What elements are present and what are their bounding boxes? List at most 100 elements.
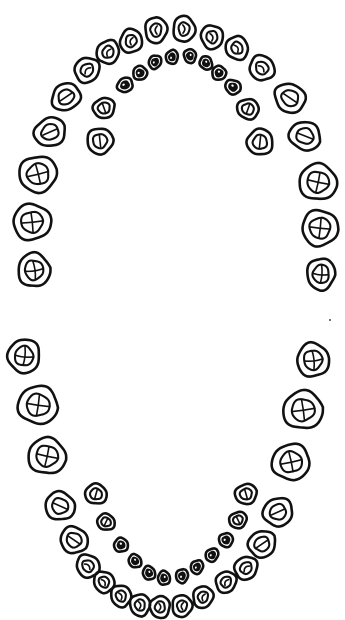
upper-tooth-11-edge xyxy=(210,33,214,41)
upper-tooth-18-fissure-v xyxy=(320,265,322,283)
lower-tooth-4-fissure xyxy=(54,503,67,509)
upper-tooth-1-fissure-h xyxy=(25,269,43,272)
upper-tooth-4-fissure xyxy=(43,129,57,135)
lower-tooth-3 xyxy=(26,434,71,477)
upper-primary-tooth-11-fissure xyxy=(246,105,249,113)
lower-tooth-16 xyxy=(258,494,297,532)
upper-tooth-1-crown xyxy=(24,259,45,281)
upper-primary-tooth-6-crown xyxy=(168,52,176,61)
upper-primary-tooth-3 xyxy=(114,75,135,95)
upper-primary-tooth-7-crown xyxy=(186,52,194,61)
lower-tooth-11-outline xyxy=(171,594,193,618)
lower-primary-tooth-2 xyxy=(95,511,118,533)
lower-primary-tooth-2-fissure xyxy=(104,519,107,525)
upper-primary-tooth-4 xyxy=(130,63,150,83)
upper-tooth-9-edge xyxy=(155,26,157,34)
upper-tooth-6 xyxy=(69,52,104,88)
lower-tooth-6-edge xyxy=(85,563,92,570)
upper-primary-tooth-6 xyxy=(165,49,179,65)
upper-tooth-1-fissure-v xyxy=(33,261,37,280)
lower-primary-tooth-6 xyxy=(157,570,170,585)
lower-tooth-9-edge xyxy=(139,601,142,608)
upper-tooth-12-crown xyxy=(229,40,244,56)
lower-tooth-19 xyxy=(295,340,330,377)
lower-tooth-18 xyxy=(281,388,326,432)
upper-tooth-14-fissure xyxy=(284,94,296,102)
upper-tooth-8-crown xyxy=(124,34,138,49)
upper-tooth-14 xyxy=(268,77,310,118)
lower-tooth-5-fissure xyxy=(69,536,80,543)
upper-tooth-12 xyxy=(222,33,253,65)
upper-tooth-12-edge xyxy=(234,44,239,52)
lower-primary-tooth-6-crown xyxy=(160,574,167,582)
lower-primary-tooth-11 xyxy=(227,509,250,531)
stray-ink-dot xyxy=(329,319,331,321)
upper-tooth-9 xyxy=(145,17,168,44)
upper-tooth-5 xyxy=(45,78,84,116)
lower-tooth-12-edge xyxy=(201,594,205,601)
upper-primary-tooth-5 xyxy=(146,53,163,71)
lower-primary-tooth-3 xyxy=(111,536,131,556)
upper-primary-tooth-12 xyxy=(245,127,274,155)
lower-primary-tooth-9 xyxy=(203,545,221,563)
lower-tooth-10-outline xyxy=(150,596,170,618)
lower-primary-tooth-8-crown xyxy=(192,562,201,572)
lower-tooth-11 xyxy=(171,594,193,618)
upper-tooth-3 xyxy=(16,153,61,197)
lower-primary-tooth-7-crown xyxy=(178,571,186,580)
lower-tooth-1 xyxy=(5,338,40,375)
lower-tooth-1-fissure-h xyxy=(15,355,33,358)
lower-primary-tooth-7 xyxy=(175,568,189,584)
lower-primary-tooth-11-fissure xyxy=(236,517,239,523)
upper-tooth-15 xyxy=(285,117,325,155)
upper-primary-tooth-7 xyxy=(183,48,197,64)
upper-primary-tooth-1-fissure xyxy=(99,135,100,146)
upper-tooth-13-crown xyxy=(253,59,271,77)
upper-tooth-4 xyxy=(30,113,71,152)
upper-primary-tooth-11 xyxy=(234,95,261,121)
upper-tooth-7-edge xyxy=(106,48,111,56)
upper-tooth-6-edge xyxy=(84,66,91,73)
upper-primary-tooth-2-fissure xyxy=(102,104,105,112)
lower-primary-tooth-12 xyxy=(233,482,260,507)
lower-primary-tooth-1-fissure xyxy=(95,490,97,498)
upper-tooth-16 xyxy=(296,160,341,203)
lower-tooth-17 xyxy=(268,441,312,484)
lower-tooth-14-edge xyxy=(243,565,250,572)
upper-tooth-10-edge xyxy=(183,25,185,33)
lower-primary-tooth-1 xyxy=(83,481,110,506)
lower-tooth-11-edge xyxy=(181,603,183,610)
lower-tooth-19-outline xyxy=(295,340,330,377)
upper-tooth-17 xyxy=(301,209,340,249)
lower-tooth-13-edge xyxy=(224,579,229,586)
upper-tooth-11 xyxy=(199,23,226,52)
lower-tooth-7 xyxy=(90,567,118,596)
upper-primary-tooth-12-fissure xyxy=(259,136,260,147)
lower-tooth-10 xyxy=(150,596,170,618)
upper-tooth-13 xyxy=(244,50,279,86)
upper-tooth-13-edge xyxy=(258,64,265,71)
lower-primary-tooth-4 xyxy=(126,552,144,571)
upper-arch xyxy=(12,15,341,291)
lower-tooth-19-fissure-v xyxy=(312,351,315,370)
lower-tooth-6 xyxy=(71,549,104,582)
lower-arch xyxy=(5,338,330,618)
lower-tooth-9-crown xyxy=(134,599,146,612)
lower-primary-tooth-10 xyxy=(216,530,236,550)
upper-tooth-11-crown xyxy=(205,30,219,45)
lower-tooth-4 xyxy=(41,487,80,525)
lower-tooth-1-fissure-v xyxy=(23,347,26,366)
lower-tooth-16-fissure xyxy=(272,509,285,515)
upper-tooth-8 xyxy=(118,27,145,56)
upper-primary-tooth-2 xyxy=(90,95,118,121)
lower-tooth-10-edge xyxy=(159,604,161,611)
lower-tooth-6-outline xyxy=(71,549,104,582)
lower-tooth-15-fissure xyxy=(257,540,268,547)
upper-tooth-7-crown xyxy=(100,44,116,60)
lower-primary-tooth-8 xyxy=(189,558,206,576)
upper-primary-tooth-10 xyxy=(222,77,243,97)
upper-primary-tooth-1 xyxy=(86,127,115,155)
upper-tooth-8-edge xyxy=(129,37,133,45)
